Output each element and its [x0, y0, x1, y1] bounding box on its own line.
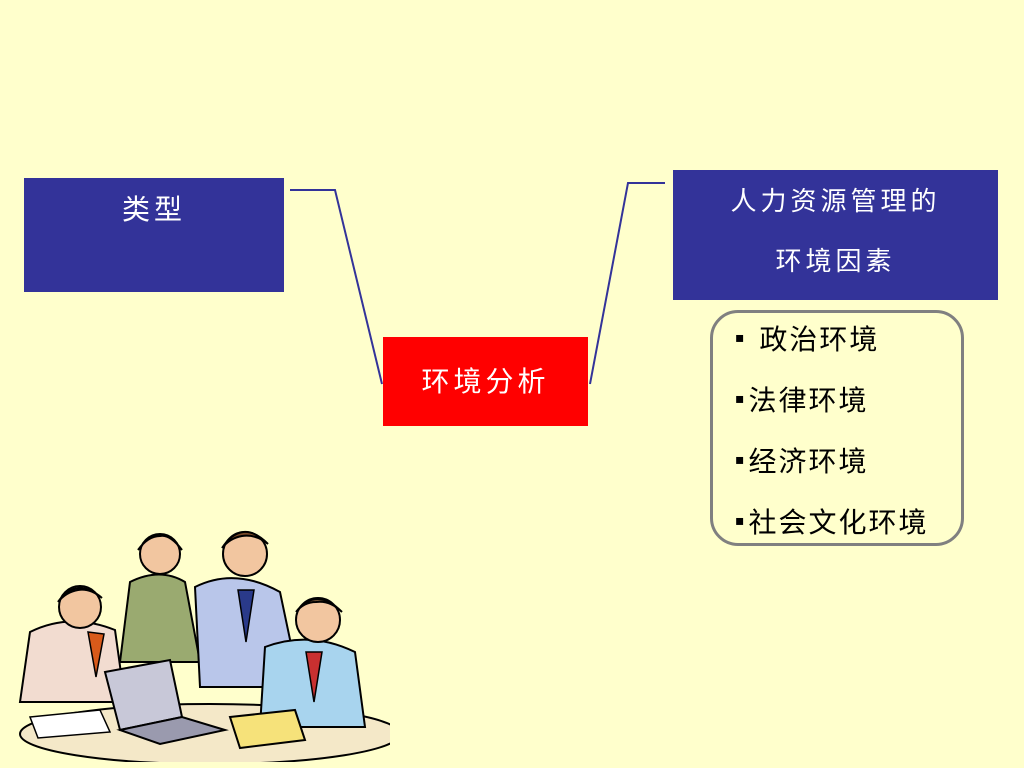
type-label: 类型	[121, 193, 186, 226]
center-label: 环境分析	[421, 365, 550, 398]
hr-environment-factors-box: 人力资源管理的 环境因素	[673, 170, 998, 300]
bullet-icon: ▪	[735, 512, 747, 529]
connector-type-to-center	[290, 189, 383, 385]
bullet-icon: ▪	[735, 451, 747, 468]
bullet-icon: ▪	[735, 329, 747, 346]
list-item-label: 社会文化环境	[748, 506, 929, 539]
list-item-label: 政治环境	[759, 323, 880, 356]
type-box: 类型	[24, 178, 284, 292]
factors-title-line1: 人力资源管理的	[730, 187, 941, 217]
factors-list-frame	[710, 310, 964, 546]
list-item-label: 经济环境	[748, 445, 869, 478]
environment-analysis-box: 环境分析	[383, 337, 588, 426]
list-item: ▪社会文化环境	[735, 495, 929, 556]
business-team-meeting-clipart	[18, 531, 390, 762]
connector-center-to-factors	[589, 182, 665, 385]
list-item-label: 法律环境	[748, 384, 869, 417]
factors-title-line2: 环境因素	[775, 247, 896, 277]
list-item: ▪经济环境	[735, 434, 929, 495]
bullet-icon: ▪	[735, 390, 747, 407]
list-item: ▪ 政治环境	[735, 312, 929, 373]
factors-list: ▪ 政治环境 ▪法律环境 ▪经济环境 ▪社会文化环境	[735, 312, 929, 556]
list-item: ▪法律环境	[735, 373, 929, 434]
